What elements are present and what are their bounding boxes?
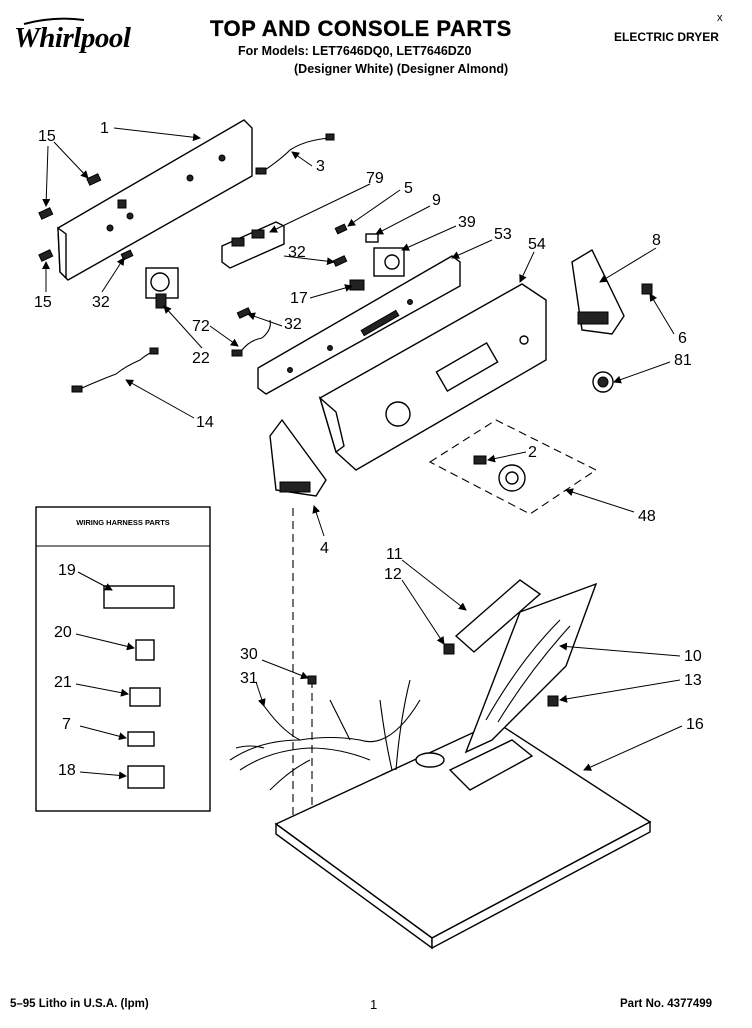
callout-10: 10 bbox=[684, 648, 702, 665]
inset-callout-7: 7 bbox=[62, 716, 71, 733]
callout-48: 48 bbox=[638, 508, 656, 525]
models-line: For Models: LET7646DQ0, LET7646DZ0 bbox=[238, 44, 472, 58]
callout-11: 11 bbox=[386, 546, 403, 563]
product-type: ELECTRIC DRYER bbox=[614, 30, 719, 44]
inset-callout-18: 18 bbox=[58, 762, 76, 779]
wire-72 bbox=[241, 319, 271, 351]
page-title: TOP AND CONSOLE PARTS bbox=[210, 16, 512, 41]
end-cap-4 bbox=[269, 418, 327, 497]
callout-79: 79 bbox=[366, 170, 384, 187]
wire-14 bbox=[81, 351, 153, 389]
console-54 bbox=[318, 283, 547, 471]
callout-54: 54 bbox=[528, 236, 546, 253]
clip-30 bbox=[307, 675, 317, 685]
inset-title: WIRING HARNESS PARTS bbox=[76, 518, 170, 527]
wire-harness-31 bbox=[229, 679, 421, 791]
selector-switch-39 bbox=[373, 247, 405, 277]
callout-13: 13 bbox=[684, 672, 702, 689]
callout-2: 2 bbox=[528, 444, 537, 461]
callout-14: 14 bbox=[196, 414, 214, 431]
whirlpool-logo: Whirlpool bbox=[14, 17, 131, 55]
end-cap-8 bbox=[571, 249, 625, 335]
callout-22: 22 bbox=[192, 350, 210, 367]
control-panel-backplate bbox=[57, 119, 253, 281]
timer-motor-22 bbox=[145, 267, 179, 309]
screw-6 bbox=[641, 283, 653, 295]
clip-12 bbox=[443, 643, 455, 655]
inset-callout-20: 20 bbox=[54, 624, 72, 641]
lint-housing-10 bbox=[464, 582, 598, 754]
lint-screen-11 bbox=[454, 579, 542, 653]
page-number: 1 bbox=[370, 997, 378, 1012]
inset-callout-19: 19 bbox=[58, 562, 76, 579]
part-number: Part No. 4377499 bbox=[620, 998, 713, 1010]
inset-callout-21: 21 bbox=[54, 674, 72, 691]
callout-9: 9 bbox=[432, 192, 441, 209]
logo-swoosh-icon bbox=[23, 17, 85, 25]
callout-32b: 32 bbox=[92, 294, 110, 311]
dryer-top-16 bbox=[274, 721, 652, 950]
callout-30: 30 bbox=[240, 646, 258, 663]
screw-15 bbox=[38, 173, 102, 262]
callout-6: 6 bbox=[678, 330, 687, 347]
callout-1: 1 bbox=[100, 120, 109, 137]
callout-17: 17 bbox=[290, 290, 308, 307]
callout-32c: 32 bbox=[284, 316, 302, 333]
screw-13 bbox=[547, 695, 559, 707]
litho-note: 5–95 Litho in U.S.A. (lpm) bbox=[10, 998, 149, 1010]
callout-12: 12 bbox=[384, 566, 402, 583]
callout-3: 3 bbox=[316, 158, 325, 175]
callout-16: 16 bbox=[686, 716, 704, 733]
wire-3 bbox=[261, 137, 331, 173]
callout-39: 39 bbox=[458, 214, 476, 231]
switch-block-79 bbox=[221, 221, 285, 269]
wiring-harness-inset bbox=[35, 506, 211, 812]
knob-assembly-48 bbox=[428, 419, 598, 515]
callout-31: 31 bbox=[240, 670, 258, 687]
callout-81: 81 bbox=[674, 352, 692, 369]
callout-72: 72 bbox=[192, 318, 210, 335]
callout-15b: 15 bbox=[34, 294, 52, 311]
variants-line: (Designer White) (Designer Almond) bbox=[294, 62, 509, 76]
callout-53: 53 bbox=[494, 226, 512, 243]
callout-5: 5 bbox=[404, 180, 413, 197]
bracket-17 bbox=[349, 279, 365, 291]
callout-15a: 15 bbox=[38, 128, 56, 145]
callout-8: 8 bbox=[652, 232, 661, 249]
callout-32a: 32 bbox=[288, 244, 306, 261]
callout-4: 4 bbox=[320, 540, 329, 557]
corner-mark: x bbox=[717, 12, 723, 24]
brand-name: Whirlpool bbox=[14, 22, 131, 54]
